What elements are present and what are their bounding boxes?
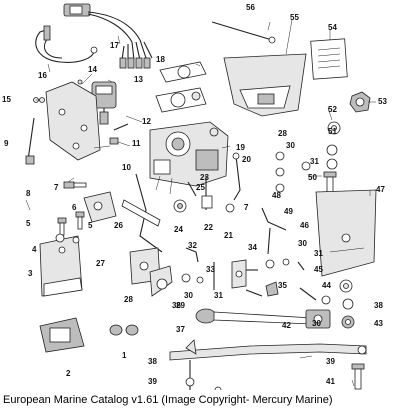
- nut-washer-part: [339, 279, 355, 329]
- callout-53: 53: [378, 97, 387, 106]
- callout-45: 45: [314, 265, 323, 274]
- callout-55: 55: [290, 13, 299, 22]
- exploded-parts-diagram: 1 2 3 4 5 5 6 7 7 8 9 10 11 12 13 14 15 …: [2, 3, 387, 390]
- callout-50: 50: [308, 173, 317, 182]
- callout-5b: 5: [88, 221, 93, 230]
- mounting-bracket-part: [33, 79, 109, 161]
- callout-44: 44: [322, 281, 331, 290]
- callout-14: 14: [88, 65, 97, 74]
- tiller-handle-part: [169, 339, 367, 390]
- gasket-part: [155, 61, 207, 113]
- callout-2: 2: [66, 369, 71, 378]
- callout-7a: 7: [54, 183, 59, 192]
- callout-20: 20: [242, 155, 251, 164]
- callout-49: 49: [284, 207, 293, 216]
- callout-30a: 30: [184, 291, 193, 300]
- callout-15: 15: [2, 95, 11, 104]
- wire-clip-part: [25, 117, 129, 165]
- callout-39a: 39: [148, 377, 157, 386]
- callout-labels: 1 2 3 4 5 5 6 7 7 8 9 10 11 12 13 14 15 …: [2, 3, 387, 386]
- callout-28b: 28: [278, 129, 287, 138]
- callout-21: 21: [224, 231, 233, 240]
- callout-22: 22: [204, 223, 213, 232]
- plug-part: [109, 324, 139, 336]
- callout-16: 16: [38, 71, 47, 80]
- callout-36: 36: [172, 301, 181, 310]
- link-arm-part: [261, 207, 305, 271]
- callout-25: 25: [196, 183, 205, 192]
- callout-31a: 31: [214, 291, 223, 300]
- callout-4: 4: [32, 245, 37, 254]
- washer-part: [275, 121, 341, 193]
- callout-24: 24: [174, 225, 183, 234]
- callout-5a: 5: [26, 219, 31, 228]
- decal-part: [310, 38, 348, 80]
- callout-18: 18: [156, 55, 165, 64]
- callout-17: 17: [110, 41, 119, 50]
- callout-39b: 39: [326, 357, 335, 366]
- callout-47: 47: [376, 185, 385, 194]
- callout-29: 29: [176, 301, 185, 310]
- callout-30d: 30: [312, 319, 321, 328]
- callout-31b: 31: [310, 157, 319, 166]
- callout-35: 35: [278, 281, 287, 290]
- callout-51: 51: [328, 127, 337, 136]
- callout-32: 32: [188, 241, 197, 250]
- callout-54: 54: [328, 23, 337, 32]
- callout-42: 42: [282, 321, 291, 330]
- callout-27: 27: [96, 259, 105, 268]
- cam-part: [231, 259, 279, 297]
- callout-30b: 30: [286, 141, 295, 150]
- callout-28a: 28: [124, 295, 133, 304]
- callout-26: 26: [114, 221, 123, 230]
- callout-10: 10: [122, 163, 131, 172]
- callout-6: 6: [72, 203, 77, 212]
- callout-30c: 30: [298, 239, 307, 248]
- callout-9: 9: [4, 139, 9, 148]
- shift-rod-part: [195, 287, 331, 329]
- callout-33: 33: [206, 265, 215, 274]
- callout-7b: 7: [244, 203, 249, 212]
- callout-1: 1: [122, 351, 127, 360]
- callout-19: 19: [236, 143, 245, 152]
- air-silencer-cover-part: [223, 53, 307, 117]
- callout-8: 8: [26, 189, 31, 198]
- fuel-pump-part: [39, 191, 117, 297]
- callout-11: 11: [132, 139, 141, 148]
- callout-23: 23: [200, 173, 209, 182]
- callout-13: 13: [134, 75, 143, 84]
- callout-46: 46: [300, 221, 309, 230]
- callout-56: 56: [246, 3, 255, 12]
- callout-12: 12: [142, 117, 151, 126]
- shift-lever-part: [129, 247, 215, 297]
- callout-38b: 38: [374, 301, 383, 310]
- carburetor-part: [149, 121, 229, 195]
- callout-31c: 31: [314, 249, 323, 258]
- hex-nut-part: [349, 91, 371, 113]
- callout-41: 41: [326, 377, 335, 386]
- callout-48: 48: [272, 191, 281, 200]
- callout-52: 52: [328, 105, 337, 114]
- leader-lines: [25, 19, 376, 387]
- bracket-plate-part: [315, 189, 377, 277]
- callout-34: 34: [248, 243, 257, 252]
- callout-3: 3: [28, 269, 33, 278]
- callout-37: 37: [176, 325, 185, 334]
- linkage-part: [121, 152, 241, 253]
- callout-43: 43: [374, 319, 383, 328]
- image-caption: European Marine Catalog v1.61 (Image Cop…: [3, 394, 333, 406]
- rod-part: [211, 21, 276, 44]
- base-plate-part: [39, 317, 85, 353]
- wiring-harness-part: [35, 3, 153, 69]
- callout-38a: 38: [148, 357, 157, 366]
